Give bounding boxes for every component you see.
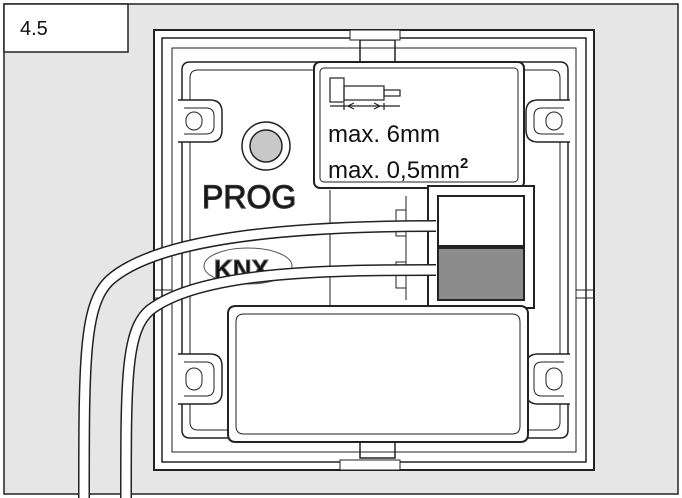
prog-label: PROG [202,179,296,215]
terminal-bottom [437,247,525,301]
cross-section-main: max. 0,5mm [328,157,460,184]
wire-1 [78,220,437,498]
circle-button-icon [249,129,283,163]
lower-compartment [227,305,529,443]
spec-plate [313,61,525,189]
wire-strip-length-icon [329,77,401,110]
figure-number-box [3,3,129,53]
clamp-top-right [525,99,570,143]
cross-section-text: max. 0,5mm2 [328,155,468,184]
terminal-area [329,185,535,309]
terminal-top [437,195,525,247]
strip-length-text: max. 6mm [328,121,440,148]
figure-number: 4.5 [20,18,48,40]
clamp-bottom-left [178,353,223,405]
prog-button [241,121,291,171]
wire-2 [120,264,437,498]
clamp-bottom-right [525,353,570,405]
clamp-top-left [178,99,223,143]
cross-section-superscript: 2 [460,155,468,172]
